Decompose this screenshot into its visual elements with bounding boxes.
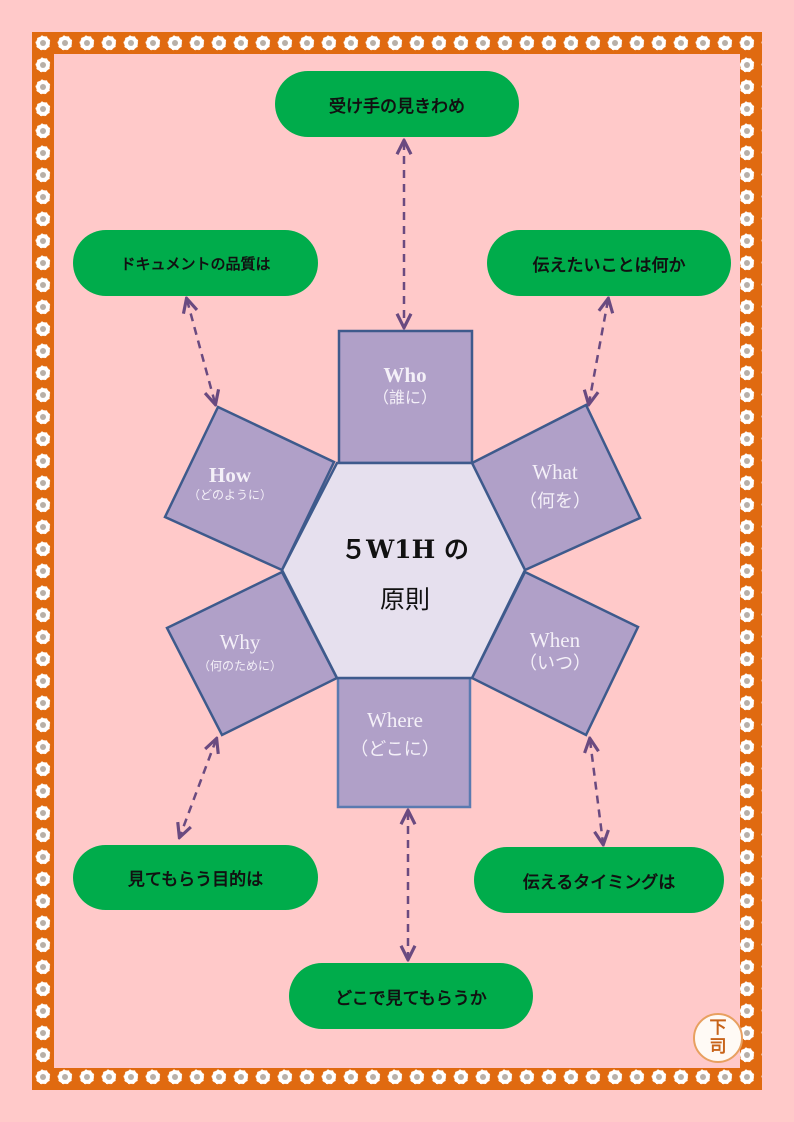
center-title-line1: ５W1H の xyxy=(341,535,469,564)
pill-place: どこで見てもらうか xyxy=(289,963,533,1029)
label-why: Why（何のために） xyxy=(197,630,282,674)
center-title: ５W1H の 原則 xyxy=(330,525,480,625)
arrow-what xyxy=(589,300,608,403)
pill-receiver: 受け手の見きわめ xyxy=(275,71,519,137)
arrow-how xyxy=(187,300,215,403)
label-where: Where（どこに） xyxy=(350,708,440,761)
label-how: How（どのように） xyxy=(187,463,272,503)
label-when: When（いつ） xyxy=(519,628,591,675)
pill-message: 伝えたいことは何か xyxy=(487,230,731,296)
pill-purpose: 見てもらう目的は xyxy=(73,845,318,910)
pill-timing: 伝えるタイミングは xyxy=(474,847,724,913)
label-what: What（何を） xyxy=(519,460,591,513)
label-who: Who（誰に） xyxy=(372,363,437,408)
arrow-why xyxy=(180,740,216,836)
author-stamp-logo: 下司 xyxy=(693,1013,743,1063)
arrow-when xyxy=(590,740,603,843)
center-title-line2: 原則 xyxy=(379,585,430,614)
center-hexagon xyxy=(280,461,527,680)
pill-quality: ドキュメントの品質は xyxy=(73,230,318,296)
